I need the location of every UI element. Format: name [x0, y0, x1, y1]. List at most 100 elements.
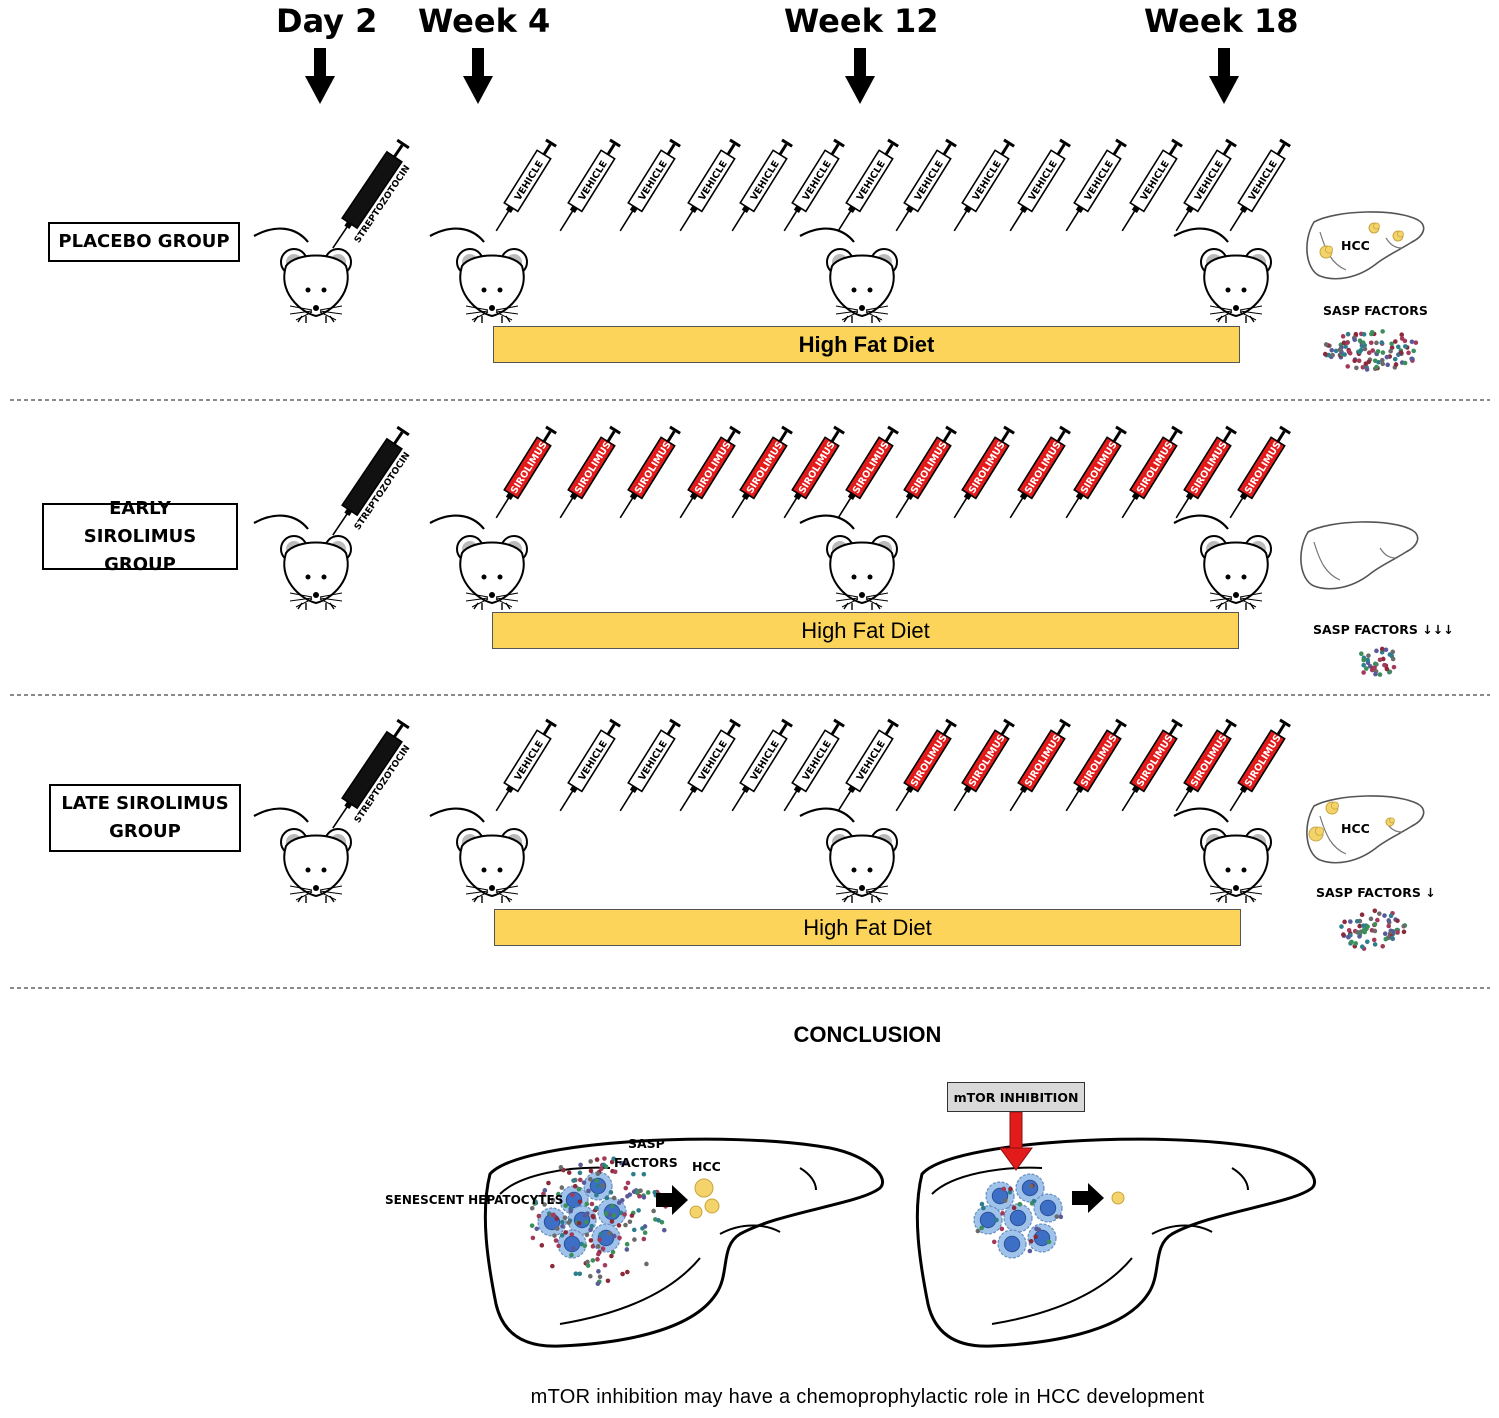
- syringe-label: SIROLIMUS: [1023, 733, 1064, 789]
- vehicle-syringe: VEHICLE: [1065, 138, 1127, 232]
- sirolimus-syringe: SIROLIMUS: [495, 425, 557, 519]
- syringe-label: SIROLIMUS: [1079, 733, 1120, 789]
- vehicle-syringe: VEHICLE: [1121, 138, 1183, 232]
- syringe-label: SIROLIMUS: [1243, 733, 1284, 789]
- syringe-label: SIROLIMUS: [633, 440, 674, 496]
- vehicle-syringe: VEHICLE: [495, 138, 557, 232]
- small-tumor-conclusion: [1111, 1191, 1125, 1205]
- sasp-factors-label-line2: FACTORS: [614, 1155, 678, 1170]
- syringe-label: SIROLIMUS: [1023, 440, 1064, 496]
- syringe-label: SIROLIMUS: [1135, 440, 1176, 496]
- senescent-hepatocyte: [1003, 1203, 1033, 1233]
- timeline-week18: Week 18: [1144, 2, 1299, 40]
- syringe-label: SIROLIMUS: [1243, 440, 1284, 496]
- streptozotocin-syringe: STREPTOZOTOCIN: [332, 718, 412, 829]
- mouse-icon: [429, 514, 528, 610]
- vehicle-syringe: VEHICLE: [1175, 138, 1237, 232]
- syringe-label: SIROLIMUS: [693, 440, 734, 496]
- mtor-inhibition-box: mTOR INHIBITION: [947, 1082, 1085, 1112]
- sirolimus-syringe: SIROLIMUS: [1065, 718, 1127, 812]
- mouse-icon: [1173, 807, 1272, 903]
- vehicle-syringe: VEHICLE: [895, 138, 957, 232]
- late-sirolimus-group-label: LATE SIROLIMUS GROUP: [49, 784, 241, 852]
- vehicle-syringe: VEHICLE: [619, 138, 681, 232]
- syringe-label: SIROLIMUS: [1079, 440, 1120, 496]
- sirolimus-syringe: SIROLIMUS: [1229, 425, 1291, 519]
- tumor-nodule: [1368, 222, 1380, 234]
- vehicle-syringe: VEHICLE: [783, 138, 845, 232]
- streptozotocin-syringe: STREPTOZOTOCIN: [332, 425, 412, 536]
- sirolimus-syringe: SIROLIMUS: [1009, 425, 1071, 519]
- sasp-factors-label-line1: SASP: [628, 1136, 665, 1151]
- liver-late: [1306, 795, 1425, 864]
- vehicle-syringe: VEHICLE: [1009, 138, 1071, 232]
- tumor-nodule: [1308, 826, 1325, 842]
- mouse-icon: [1173, 514, 1272, 610]
- sirolimus-syringe: SIROLIMUS: [1229, 718, 1291, 812]
- vehicle-syringe: VEHICLE: [559, 718, 621, 812]
- vehicle-syringe: VEHICLE: [837, 138, 899, 232]
- syringe-label: SIROLIMUS: [573, 440, 614, 496]
- liver-early: [1300, 521, 1419, 590]
- syringe-label: SIROLIMUS: [797, 440, 838, 496]
- diet-bar-early: High Fat Diet: [492, 612, 1239, 649]
- tumor-nodule: [1325, 801, 1339, 815]
- liver-conclusion-right: [915, 1137, 1316, 1348]
- tumor-nodule: [1392, 230, 1404, 242]
- timeline-arrow: [1209, 48, 1239, 104]
- sirolimus-syringe: SIROLIMUS: [1121, 425, 1183, 519]
- senescent-hepatocyte: [997, 1229, 1027, 1259]
- senescent-hepatocyte: [1027, 1223, 1057, 1253]
- vehicle-syringe: VEHICLE: [1229, 138, 1291, 232]
- sirolimus-syringe: SIROLIMUS: [1175, 425, 1237, 519]
- syringe-label: SIROLIMUS: [745, 440, 786, 496]
- vehicle-syringe: VEHICLE: [679, 138, 741, 232]
- sirolimus-syringe: SIROLIMUS: [837, 425, 899, 519]
- timeline-arrow: [845, 48, 875, 104]
- vehicle-syringe: VEHICLE: [731, 718, 793, 812]
- conclusion-title: CONCLUSION: [793, 1022, 942, 1047]
- sirolimus-syringe: SIROLIMUS: [953, 718, 1015, 812]
- sirolimus-syringe: SIROLIMUS: [679, 425, 741, 519]
- mtor-inhibition-arrow: [999, 1111, 1033, 1171]
- senescent-hepatocyte: [1033, 1193, 1063, 1223]
- sasp-label-placebo: SASP FACTORS: [1323, 303, 1428, 318]
- mouse-icon: [429, 807, 528, 903]
- sirolimus-syringe: SIROLIMUS: [731, 425, 793, 519]
- vehicle-syringe: VEHICLE: [619, 718, 681, 812]
- progression-arrow-left: [656, 1185, 688, 1215]
- mouse-icon: [253, 807, 352, 903]
- vehicle-syringe: VEHICLE: [953, 138, 1015, 232]
- conclusion-footer: mTOR inhibition may have a chemoprophyla…: [530, 1386, 1205, 1408]
- sirolimus-syringe: SIROLIMUS: [619, 425, 681, 519]
- senescent-hepatocytes-label: SENESCENT HEPATOCYTES: [385, 1193, 564, 1207]
- streptozotocin-syringe: STREPTOZOTOCIN: [332, 138, 412, 249]
- timeline-week4: Week 4: [418, 2, 551, 40]
- syringe-label: SIROLIMUS: [967, 733, 1008, 789]
- timeline-arrow: [463, 48, 493, 104]
- senescent-hepatocyte: [591, 1223, 621, 1253]
- sirolimus-syringe: SIROLIMUS: [1009, 718, 1071, 812]
- diet-bar-late: High Fat Diet: [494, 909, 1241, 946]
- syringe-label: SIROLIMUS: [509, 440, 550, 496]
- sasp-dots-late: [1339, 908, 1408, 951]
- mouse-icon: [253, 514, 352, 610]
- sasp-dots-conclusion-right: [975, 1183, 1064, 1254]
- syringe-label: SIROLIMUS: [909, 733, 950, 789]
- sasp-label-early: SASP FACTORS ↓↓↓: [1313, 622, 1454, 637]
- mouse-icon: [429, 227, 528, 323]
- sirolimus-syringe: SIROLIMUS: [559, 425, 621, 519]
- placebo-group-label: PLACEBO GROUP: [48, 222, 240, 262]
- vehicle-syringe: VEHICLE: [837, 718, 899, 812]
- sasp-dots-conclusion-left: [529, 1156, 668, 1287]
- syringe-label: SIROLIMUS: [967, 440, 1008, 496]
- liver-conclusion-left: [483, 1137, 884, 1348]
- vehicle-syringe: VEHICLE: [559, 138, 621, 232]
- progression-arrow-right: [1072, 1183, 1104, 1213]
- sirolimus-syringe: SIROLIMUS: [1065, 425, 1127, 519]
- syringe-label: SIROLIMUS: [1189, 440, 1230, 496]
- mouse-icon: [253, 227, 352, 323]
- hcc-label-late: HCC: [1341, 821, 1370, 836]
- vehicle-syringe: VEHICLE: [679, 718, 741, 812]
